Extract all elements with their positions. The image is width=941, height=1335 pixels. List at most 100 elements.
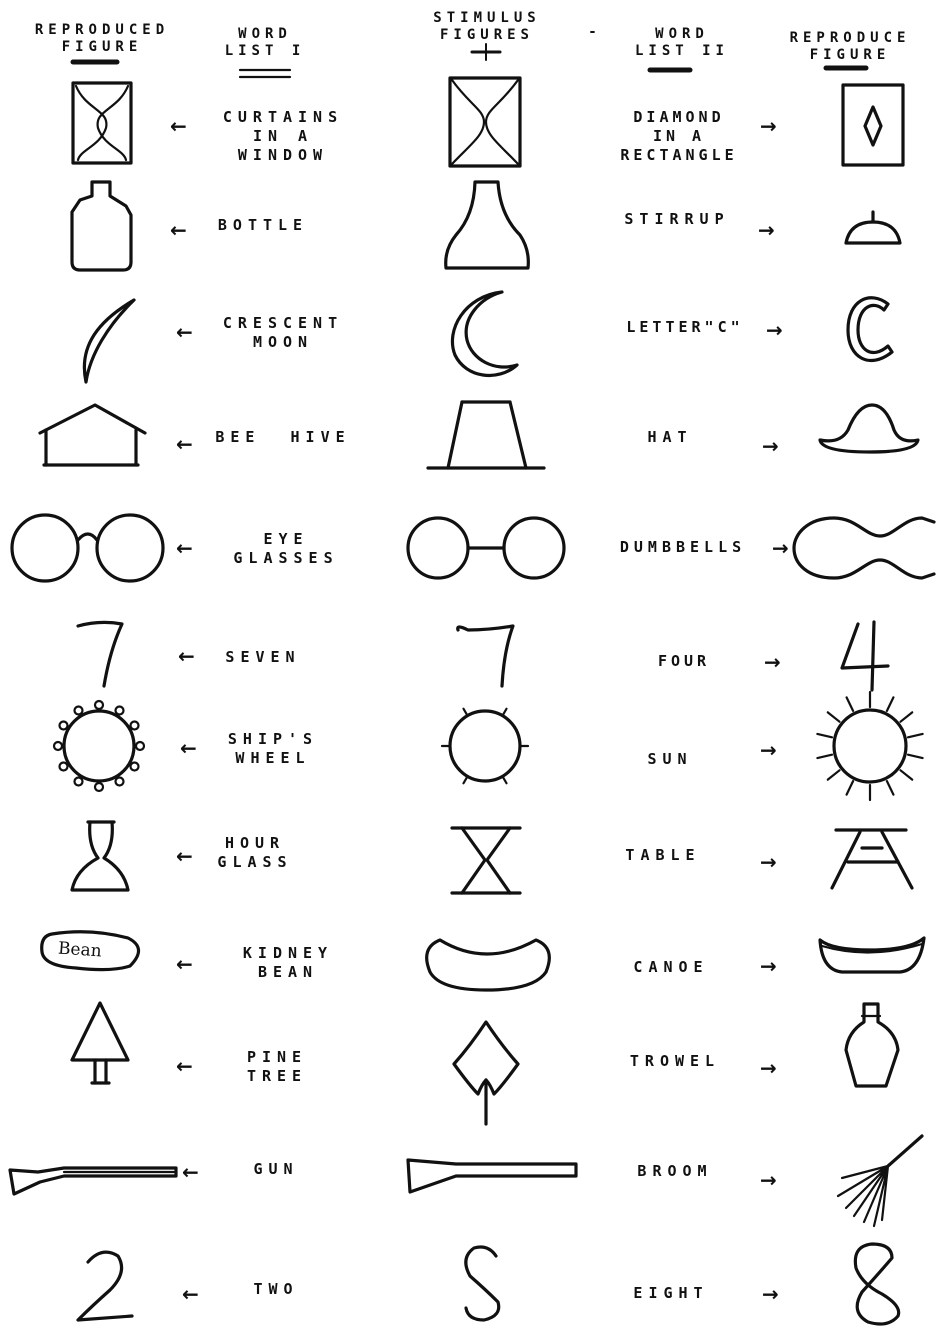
sun-ray [908, 755, 923, 758]
header-reproduced-figure-left: REPRODUCED FIGURE [4, 22, 200, 56]
header-reproduced-figure-right: REPRODUCE FIGURE [762, 30, 938, 64]
reproduced-two-figure [78, 1252, 132, 1320]
right-arrow: → [760, 956, 777, 976]
word2-label: DIAMOND IN A RECTANGLE [584, 108, 774, 165]
reproduced-crescent-figure [84, 300, 134, 382]
stimulus-curtains-figure [450, 78, 520, 166]
left-arrow: ← [176, 954, 193, 974]
reproduced-eyeglasses-figure [12, 515, 163, 581]
reproduced-letter-c-figure [848, 298, 892, 361]
stimulus-seven-figure [458, 626, 513, 686]
sun-ray [828, 712, 840, 721]
stimulus-hourglass-figure [452, 828, 520, 893]
left-arrow: ← [176, 846, 193, 866]
reproduced-eight-figure [855, 1244, 898, 1324]
sun-ray [900, 712, 912, 721]
word1-label: KIDNEY BEAN [218, 944, 358, 982]
stimulus-broom-figure [408, 1160, 576, 1192]
sun-ray [464, 709, 468, 716]
right-arrow: → [760, 740, 777, 760]
wheel-knob [116, 706, 124, 714]
word2-label: BROOM [620, 1162, 730, 1181]
word2-label: TROWEL [612, 1052, 738, 1071]
header-dash: - [588, 24, 602, 41]
stimulus-kidney-figure [427, 940, 550, 990]
word1-label: TWO [236, 1280, 316, 1299]
word2-label: TABLE [608, 846, 718, 865]
sun-ray [908, 734, 923, 737]
word1-label: BEE HIVE [198, 428, 368, 447]
left-arrow: ← [170, 220, 187, 240]
word1-label: EYE GLASSES [208, 530, 364, 568]
reproduced-table-figure [832, 830, 912, 888]
reproduced-curtains-figure [73, 83, 131, 163]
word1-label: SHIP'S WHEEL [208, 730, 338, 768]
reproduced-gun-figure [10, 1168, 176, 1194]
word1-label: CRESCENT MOON [198, 314, 368, 352]
word1-label: HOUR GLASS [200, 834, 310, 872]
stimulus-bottle-figure [446, 182, 529, 268]
bean-handwritten-label: Bean [57, 939, 102, 962]
reproduced-bottle-shape-figure [846, 1004, 898, 1086]
word2-label: DUMBBELLS [594, 538, 772, 557]
sun-ray [887, 781, 894, 795]
wheel-knob [131, 763, 139, 771]
sun-ray [900, 770, 912, 779]
word1-label: CURTAINS IN A WINDOW [198, 108, 368, 165]
left-arrow: ← [182, 1162, 199, 1182]
left-arrow: ← [170, 116, 187, 136]
wheel-knob [75, 706, 83, 714]
sun-ray [464, 776, 468, 783]
reproduced-ships-wheel-figure [54, 701, 144, 791]
left-arrow: ← [176, 538, 193, 558]
right-arrow: → [760, 1058, 777, 1078]
right-arrow: → [762, 1284, 779, 1304]
word1-label: PINE TREE [222, 1048, 332, 1086]
right-arrow: → [760, 852, 777, 872]
reproduced-beehive-figure [40, 405, 145, 465]
sun-ray [828, 770, 840, 779]
word2-label: FOUR [634, 652, 734, 671]
word2-label: LETTER"C" [600, 318, 770, 337]
reproduced-pine-tree-figure [72, 1003, 128, 1083]
stimulus-trapezoid-figure [428, 402, 544, 468]
sun-ray [503, 709, 507, 716]
word2-label: CANOE [616, 958, 726, 977]
header-word-list-2: WORD LIST II [598, 26, 766, 60]
stimulus-crescent-figure [452, 292, 517, 375]
header-word-list-1: WORD LIST I [200, 26, 330, 60]
word2-label: EIGHT [616, 1284, 726, 1303]
word2-label: HAT [630, 428, 710, 447]
right-arrow: → [758, 220, 775, 240]
stimulus-sun-figure [442, 709, 528, 783]
wheel-knob [131, 722, 139, 730]
reproduced-diamond-figure [843, 85, 903, 165]
right-arrow: → [760, 116, 777, 136]
wheel-knob [116, 778, 124, 786]
left-arrow: ← [176, 322, 193, 342]
wheel-knob [136, 742, 144, 750]
right-arrow: → [762, 436, 779, 456]
right-arrow: → [772, 538, 789, 558]
word1-label: SEVEN [208, 648, 318, 667]
reproduced-canoe-figure [820, 938, 924, 972]
reproduced-stirrup-figure [846, 212, 900, 243]
wheel-knob [59, 763, 67, 771]
reproduced-seven-figure [78, 622, 122, 686]
wheel-knob [59, 722, 67, 730]
reproduced-dumbbells-figure [794, 518, 934, 578]
left-arrow: ← [178, 646, 195, 666]
wheel-knob [75, 778, 83, 786]
reproduced-hat-figure [820, 405, 918, 452]
reproduced-bottle-figure [72, 182, 131, 270]
reproduced-sun-figure [817, 692, 922, 800]
right-arrow: → [760, 1170, 777, 1190]
stimulus-s-figure [466, 1247, 499, 1320]
sun-ray [817, 755, 832, 758]
header-stimulus-figures: STIMULUS FIGURES [398, 10, 576, 44]
wheel-knob [95, 783, 103, 791]
word1-label: GUN [236, 1160, 316, 1179]
reproduced-broom-figure [838, 1136, 922, 1226]
sun-ray [817, 734, 832, 737]
